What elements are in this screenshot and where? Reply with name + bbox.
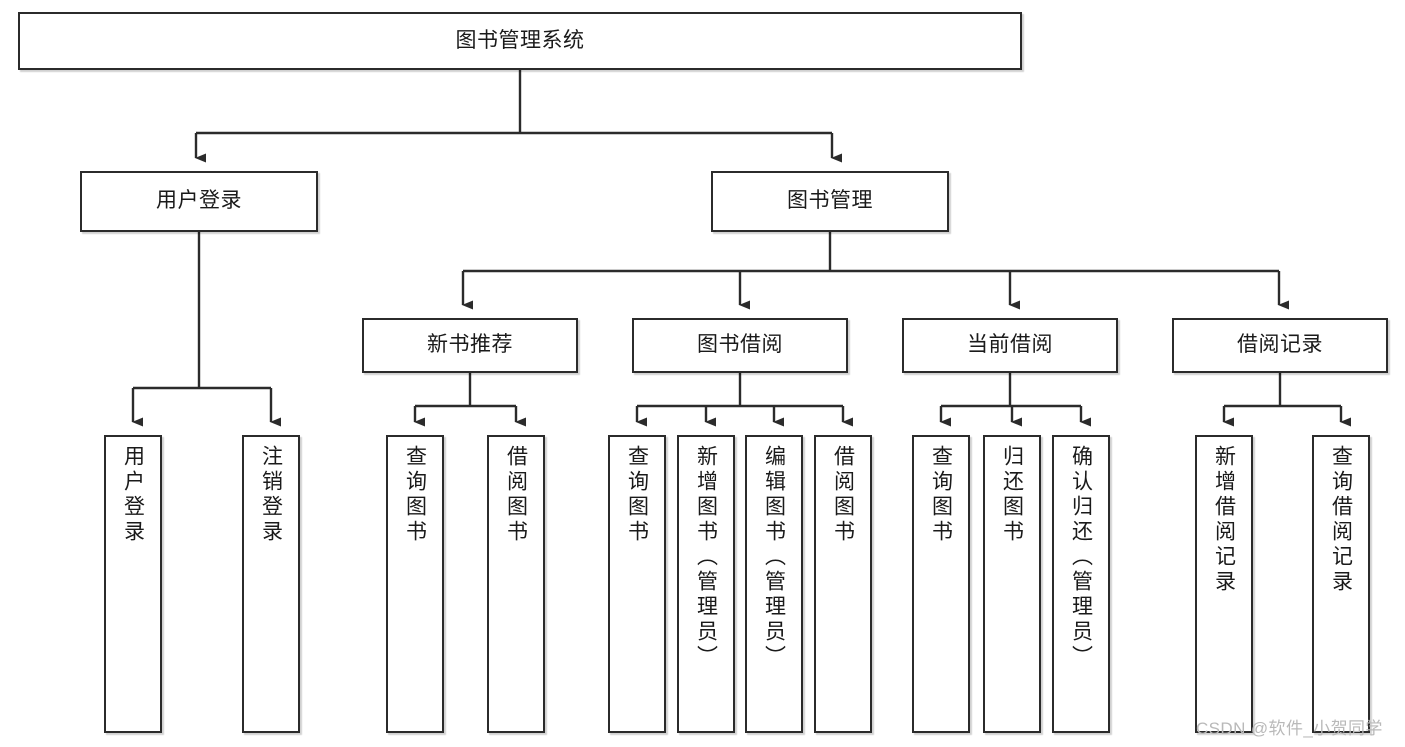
node-root-label: 图书管理系统 [455, 28, 585, 52]
root-to-level2-connector [194, 70, 842, 163]
node-leaf-query-record[interactable]: 查询借阅记录 [1312, 435, 1370, 733]
node-leaf-add-book-label: 新增图书（管理员） [694, 445, 718, 670]
node-book-borrow-label: 图书借阅 [697, 333, 783, 357]
node-leaf-query-book-2[interactable]: 查询图书 [608, 435, 666, 733]
node-leaf-return-book[interactable]: 归还图书 [983, 435, 1041, 733]
node-leaf-user-login[interactable]: 用户登录 [104, 435, 162, 733]
node-book-borrow[interactable]: 图书借阅 [632, 318, 848, 373]
node-user-login-label: 用户登录 [156, 189, 242, 213]
node-leaf-confirm-return-label: 确认归还（管理员） [1069, 445, 1093, 670]
new-book-rec-to-leaves-connector [413, 373, 526, 427]
node-leaf-borrow-book-1-label: 借阅图书 [504, 445, 528, 545]
node-leaf-query-book-2-label: 查询图书 [625, 445, 649, 545]
node-leaf-add-book[interactable]: 新增图书（管理员） [677, 435, 735, 733]
node-user-login[interactable]: 用户登录 [80, 171, 318, 232]
node-borrow-record[interactable]: 借阅记录 [1172, 318, 1388, 373]
node-leaf-borrow-book-2[interactable]: 借阅图书 [814, 435, 872, 733]
node-leaf-edit-book-label: 编辑图书（管理员） [762, 445, 786, 670]
node-leaf-query-book-1[interactable]: 查询图书 [386, 435, 444, 733]
node-new-book-rec-label: 新书推荐 [427, 333, 513, 357]
node-book-manage-label: 图书管理 [787, 189, 873, 213]
node-leaf-borrow-book-2-label: 借阅图书 [831, 445, 855, 545]
node-leaf-user-login-label: 用户登录 [121, 445, 145, 545]
node-leaf-query-book-3[interactable]: 查询图书 [912, 435, 970, 733]
node-leaf-add-record[interactable]: 新增借阅记录 [1195, 435, 1253, 733]
node-leaf-confirm-return[interactable]: 确认归还（管理员） [1052, 435, 1110, 733]
borrow-record-to-leaves-connector [1222, 373, 1351, 427]
node-leaf-query-book-1-label: 查询图书 [403, 445, 427, 545]
node-leaf-return-book-label: 归还图书 [1000, 445, 1024, 545]
node-leaf-logout-label: 注销登录 [259, 445, 283, 545]
node-leaf-edit-book[interactable]: 编辑图书（管理员） [745, 435, 803, 733]
book-borrow-to-leaves-connector [635, 373, 853, 427]
node-new-book-rec[interactable]: 新书推荐 [362, 318, 578, 373]
node-borrow-record-label: 借阅记录 [1237, 333, 1323, 357]
node-leaf-logout[interactable]: 注销登录 [242, 435, 300, 733]
node-current-borrow-label: 当前借阅 [967, 333, 1053, 357]
user-login-to-leaves-connector [131, 232, 281, 427]
node-leaf-query-record-label: 查询借阅记录 [1329, 445, 1353, 595]
current-borrow-to-leaves-connector [939, 373, 1091, 427]
node-leaf-query-book-3-label: 查询图书 [929, 445, 953, 545]
csdn-watermark: CSDN @软件_小贺同学 [1196, 719, 1383, 738]
node-leaf-borrow-book-1[interactable]: 借阅图书 [487, 435, 545, 733]
node-leaf-add-record-label: 新增借阅记录 [1212, 445, 1236, 595]
book-manage-to-level3-connector [461, 232, 1289, 310]
node-current-borrow[interactable]: 当前借阅 [902, 318, 1118, 373]
node-root[interactable]: 图书管理系统 [18, 12, 1022, 70]
node-book-manage[interactable]: 图书管理 [711, 171, 949, 232]
